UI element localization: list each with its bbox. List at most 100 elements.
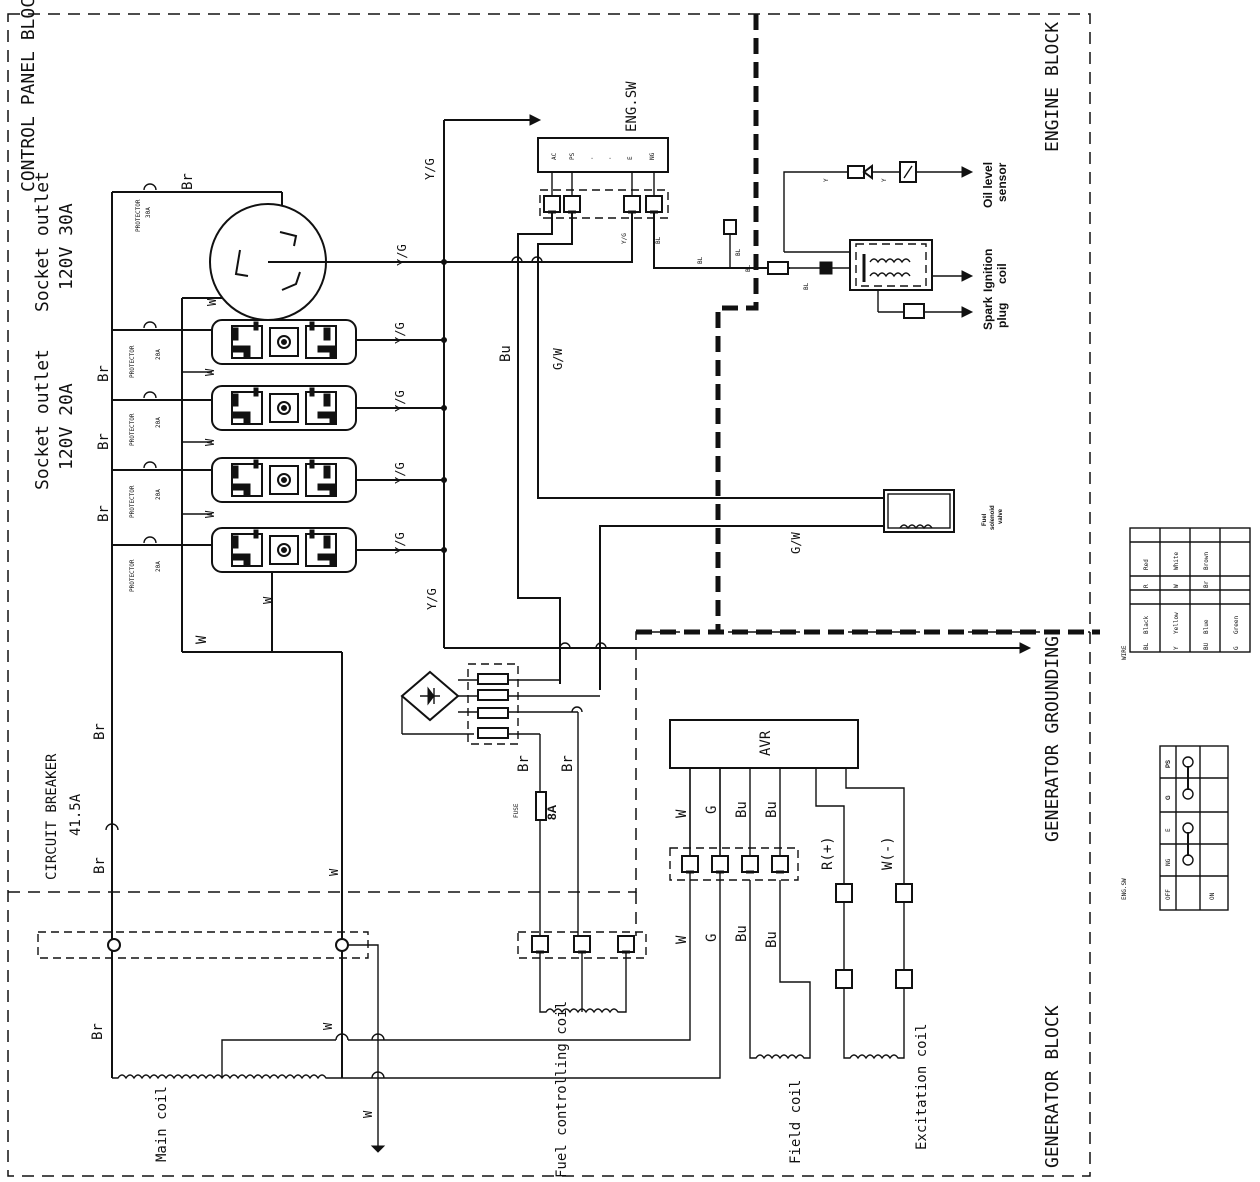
svg-text:Green: Green (1233, 616, 1240, 634)
socket-20a-3 (211, 457, 357, 503)
svg-text:G/W: G/W (789, 532, 803, 554)
socket-20a-1 (211, 319, 357, 365)
svg-text:Br: Br (1203, 580, 1210, 588)
socket-20a-2 (211, 385, 357, 431)
excitation-coil-label: Excitation coil (914, 1024, 930, 1150)
svg-text:PROTECTOR: PROTECTOR (129, 345, 136, 378)
svg-text:E: E (627, 156, 634, 160)
svg-text:Bu: Bu (764, 931, 780, 948)
bu-wire (517, 212, 561, 684)
field-coil-label: Field coil (788, 1080, 804, 1164)
protector-labels-20a: PROTECTOR 20A PROTECTOR 20A PROTECTOR 20… (129, 345, 162, 592)
svg-text:Y/G: Y/G (393, 532, 407, 554)
field-coil (749, 880, 811, 1060)
svg-text:W: W (203, 510, 217, 518)
svg-text:BU: BU (1203, 642, 1210, 650)
socket-20a-title: Socket outlet (32, 349, 53, 490)
circuit-breaker-rating: 41.5A (68, 793, 84, 836)
svg-text:PROTECTOR: PROTECTOR (129, 559, 136, 592)
rectifier (400, 670, 474, 735)
svg-text:FUSE: FUSE (513, 803, 520, 818)
svg-text:G: G (1233, 646, 1240, 650)
wire-label-br-top: Br (180, 173, 196, 190)
svg-text:ON: ON (1209, 892, 1216, 900)
svg-text:solenoid: solenoid (990, 505, 996, 530)
svg-text:W: W (261, 596, 275, 604)
outer-border (7, 13, 1091, 1177)
oil-level-sensor-label: Oil level sensor (981, 162, 1009, 208)
wire-label-br-3: Br (96, 505, 112, 522)
control-panel-title: CONTROL PANEL BLOCK (18, 0, 39, 192)
svg-text:Bu: Bu (734, 801, 750, 818)
svg-text:White: White (1173, 552, 1180, 570)
svg-text:20A: 20A (155, 417, 162, 428)
svg-text:BL: BL (803, 282, 810, 290)
protector-30a-label: PROTECTOR (135, 199, 142, 232)
svg-text:ENG.SW: ENG.SW (624, 81, 640, 132)
svg-text:G/W: G/W (551, 348, 565, 370)
rectifier-connector (467, 663, 519, 745)
svg-text:W: W (203, 438, 217, 446)
svg-text:20A: 20A (155, 561, 162, 572)
svg-text:E: E (1165, 828, 1172, 832)
svg-text:G: G (704, 806, 720, 814)
svg-text:Br: Br (516, 755, 532, 772)
generator-block-title: GENERATOR BLOCK (1042, 1005, 1063, 1168)
svg-text:Spark: Spark (981, 296, 995, 330)
engine-boundary (715, 14, 759, 632)
w-minus-label: W(-) (880, 836, 896, 870)
svg-text:Bu: Bu (734, 925, 750, 942)
svg-text:W: W (205, 298, 219, 306)
engine-block-title: ENGINE BLOCK (1042, 22, 1063, 152)
svg-text:PS: PS (569, 152, 576, 160)
wire-label-br-4: Br (92, 723, 108, 740)
fuel-solenoid-valve (883, 489, 955, 533)
svg-text:OFF: OFF (1165, 889, 1172, 900)
socket-30a-rating: 120V 30A (56, 203, 77, 290)
svg-text:Fuel: Fuel (982, 513, 988, 526)
svg-text:·: · (589, 156, 596, 160)
svg-text:Y/G: Y/G (393, 462, 407, 484)
svg-text:PS: PS (1166, 760, 1172, 768)
gw-wire-2 (599, 525, 884, 690)
svg-text:W: W (674, 935, 690, 944)
engine-switch: ENG.SW AC PS · · E NG (537, 81, 669, 219)
svg-text:8A: 8A (545, 804, 559, 820)
ignition-coil (849, 239, 933, 291)
svg-text:Ignition: Ignition (981, 249, 995, 292)
svg-text:Y: Y (823, 178, 830, 182)
svg-text:W: W (203, 368, 217, 376)
svg-text:Y/G: Y/G (621, 233, 628, 244)
main-coil-label: Main coil (154, 1086, 170, 1162)
svg-text:W: W (321, 1022, 335, 1030)
gw-wire-1 (537, 212, 884, 499)
svg-text:Y: Y (881, 178, 888, 182)
svg-text:Y: Y (1173, 646, 1180, 650)
socket-20a-4 (211, 527, 357, 573)
main-coil (112, 768, 721, 1080)
eng-sw-state-table: ENG.SW OFF ON NG E G PS (1121, 745, 1229, 911)
excitation-coil (843, 988, 905, 1060)
svg-text:Br: Br (560, 755, 576, 772)
svg-text:G: G (704, 934, 720, 942)
svg-text:NG: NG (649, 152, 656, 160)
svg-text:Br: Br (92, 857, 108, 874)
svg-text:R: R (1143, 584, 1150, 588)
svg-text:BL: BL (745, 264, 752, 272)
svg-text:sensor: sensor (995, 162, 1009, 202)
svg-text:Y/G: Y/G (393, 390, 407, 412)
svg-text:AVR: AVR (758, 730, 774, 756)
fuel-coil-label: Fuel controlling coil (554, 1001, 570, 1178)
svg-text:Bu: Bu (498, 345, 514, 362)
svg-text:BL: BL (697, 256, 704, 264)
wire-label-br-2: Br (96, 433, 112, 450)
svg-text:NG: NG (1165, 858, 1172, 866)
avr: AVR (669, 719, 859, 769)
generator-grounding-title: GENERATOR GROUNDING (1042, 636, 1063, 842)
svg-text:Black: Black (1143, 616, 1150, 634)
svg-text:plug: plug (995, 303, 1009, 328)
svg-text:Y/G: Y/G (425, 588, 439, 610)
svg-text:Y/G: Y/G (423, 158, 437, 180)
protector-30a-rating: 30A (145, 207, 152, 218)
